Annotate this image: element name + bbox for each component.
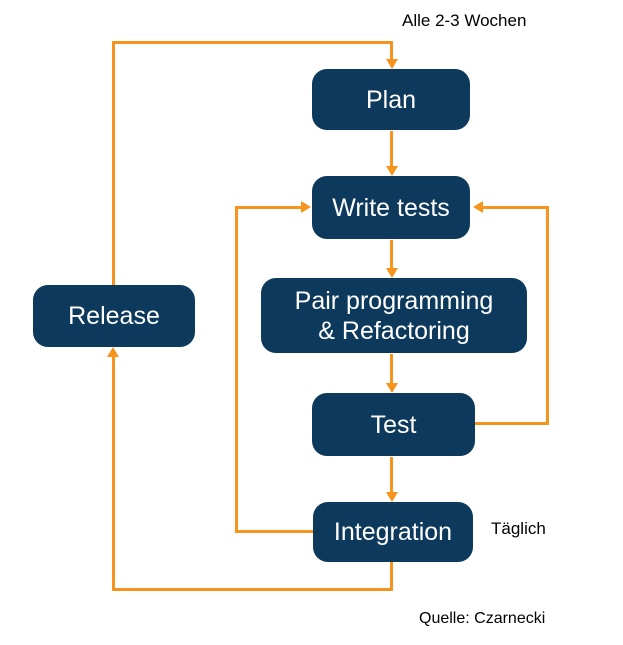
- node-release: Release: [33, 285, 195, 347]
- connector-segment: [235, 206, 301, 209]
- arrow-down-icon: [386, 268, 398, 278]
- arrow-down-icon: [386, 383, 398, 393]
- connector-segment: [235, 206, 238, 533]
- arrow-left-icon: [473, 201, 483, 213]
- arrow-down-icon: [386, 492, 398, 502]
- connector-segment: [483, 206, 549, 209]
- node-release-label: Release: [68, 302, 160, 330]
- connector-segment: [112, 588, 393, 591]
- connector-segment: [546, 206, 549, 425]
- node-pair-programming: Pair programming & Refactoring: [261, 278, 527, 353]
- connector-segment: [235, 530, 313, 533]
- node-pair-programming-label-line2: & Refactoring: [318, 316, 470, 345]
- connector-segment: [475, 422, 549, 425]
- connector-segment: [112, 42, 115, 285]
- node-plan-label: Plan: [365, 85, 417, 114]
- node-write-tests: Write tests: [312, 176, 470, 239]
- arrow-down-icon: [386, 166, 398, 176]
- source-credit-label: Quelle: Czarnecki: [419, 610, 546, 627]
- node-test: Test: [312, 393, 475, 456]
- node-integration-label: Integration: [333, 518, 453, 546]
- connector-segment: [390, 457, 393, 493]
- arrow-down-icon: [386, 59, 398, 69]
- arrow-right-icon: [301, 201, 311, 213]
- connector-segment: [112, 41, 393, 44]
- connector-segment: [390, 240, 393, 269]
- node-pair-programming-label-line1: Pair programming: [294, 286, 494, 315]
- node-write-tests-label: Write tests: [332, 193, 450, 222]
- connector-segment: [390, 131, 393, 168]
- connector-segment: [112, 355, 115, 591]
- connector-segment: [390, 41, 393, 60]
- connector-segment: [390, 562, 393, 591]
- connector-segment: [390, 354, 393, 384]
- daily-label: Täglich: [491, 519, 546, 538]
- node-integration: Integration: [313, 502, 473, 562]
- arrow-up-icon: [107, 347, 119, 357]
- node-plan: Plan: [312, 69, 470, 130]
- cycle-duration-label: Alle 2-3 Wochen: [402, 11, 527, 30]
- node-test-label: Test: [370, 410, 417, 439]
